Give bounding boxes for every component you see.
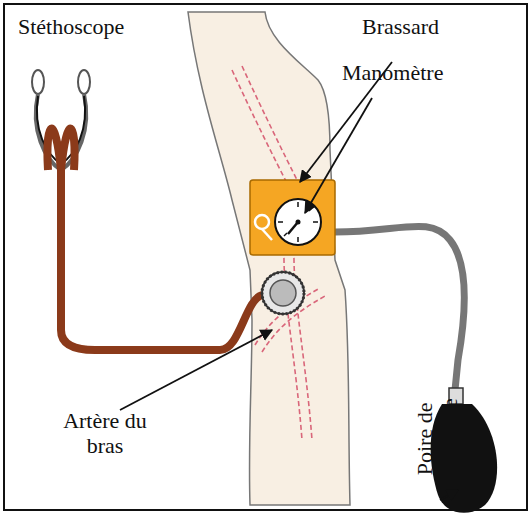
leader-arrow: [120, 62, 458, 500]
part-label: Artère du bras: [55, 408, 155, 459]
arm: [188, 12, 350, 505]
cuff: [250, 180, 335, 255]
part-label: Brassard: [362, 14, 439, 39]
part-label: Stéthoscope: [18, 14, 124, 39]
stethoscope: [32, 70, 304, 350]
manometer: [255, 199, 321, 245]
frame: [4, 4, 527, 510]
part-label: Manomètre: [342, 60, 443, 85]
part-label: Poire de gonflage: [412, 365, 463, 475]
cuff-tube: [335, 226, 464, 390]
